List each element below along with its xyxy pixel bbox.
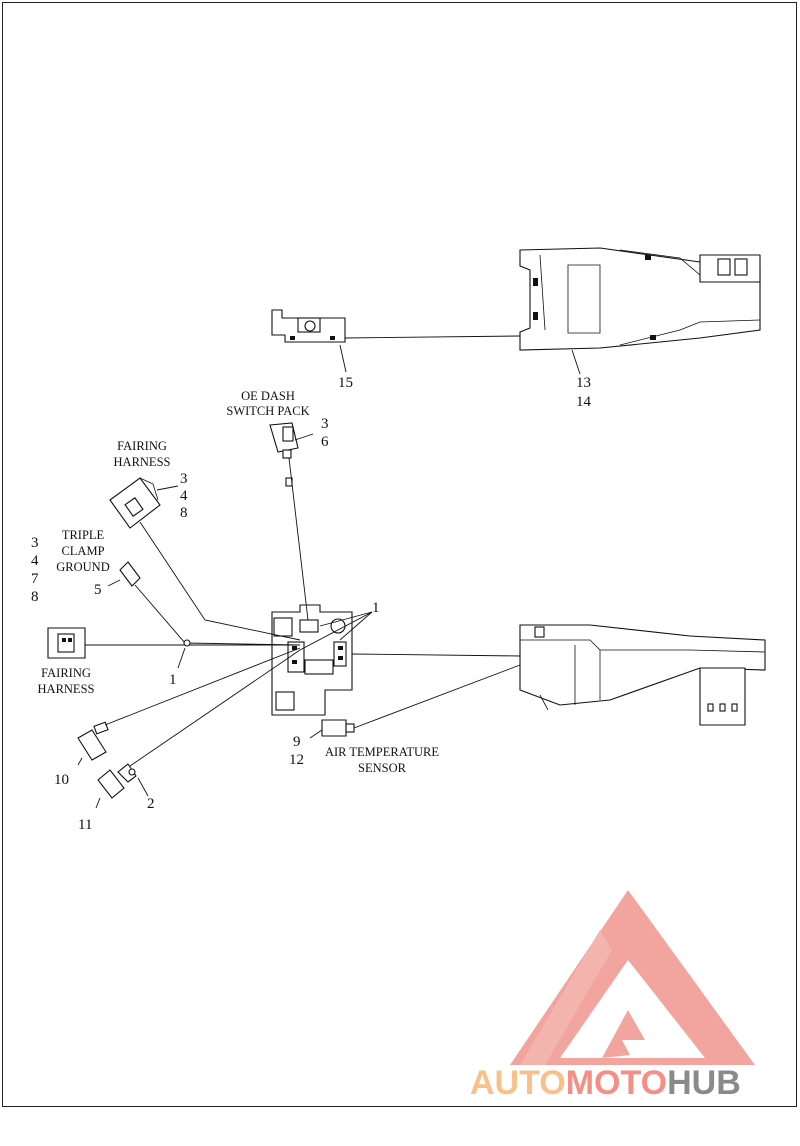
callout-15: 15 — [338, 375, 353, 391]
brand-hub: HUB — [667, 1064, 741, 1102]
connector-11 — [97, 763, 137, 799]
callout-14: 14 — [576, 394, 591, 410]
lower-fairing-bracket — [519, 624, 766, 726]
callout-1-left: 1 — [169, 672, 177, 688]
triple-clamp-label-line2: CLAMP — [61, 544, 105, 558]
brand-auto: AUTO — [470, 1064, 566, 1102]
center-bracket — [271, 604, 353, 716]
triple-clamp-ground — [119, 561, 141, 587]
diagram-border — [2, 2, 797, 1107]
air-temp-label-line1: AIR TEMPERATURE — [324, 745, 439, 759]
callout-2: 2 — [147, 796, 155, 812]
air-temp-label-line2: SENSOR — [358, 761, 406, 775]
fairing-top-label-line2: HARNESS — [113, 455, 171, 469]
callout-10: 10 — [54, 772, 69, 788]
fairing-harness-left-connector — [47, 627, 86, 659]
air-temperature-sensor — [321, 719, 355, 737]
callout-4b: 4 — [180, 488, 188, 504]
watermark-logo — [510, 890, 755, 1065]
callout-6: 6 — [321, 434, 329, 450]
connector-10 — [77, 721, 109, 761]
callout-11: 11 — [78, 817, 93, 833]
oe-dash-connector — [269, 422, 299, 487]
triple-clamp-label-line3: GROUND — [56, 560, 110, 574]
fairing-left-label-line1: FAIRING — [41, 666, 91, 680]
callout-4c: 4 — [31, 553, 39, 569]
callout-3c: 3 — [31, 535, 39, 551]
callout-3b: 3 — [180, 471, 188, 487]
fairing-left-label-line2: HARNESS — [37, 682, 95, 696]
brand-moto: MOTO — [565, 1064, 668, 1102]
callout-5: 5 — [94, 582, 102, 598]
callout-12: 12 — [289, 752, 304, 768]
connector-15 — [271, 309, 346, 343]
callout-9: 9 — [293, 734, 301, 750]
callout-1-right: 1 — [372, 600, 380, 616]
callout-7c: 7 — [31, 571, 39, 587]
callout-8c: 8 — [31, 589, 39, 605]
upper-fairing-bracket — [519, 247, 761, 351]
callout-8b: 8 — [180, 505, 188, 521]
fairing-top-label-line1: FAIRING — [117, 439, 167, 453]
callout-3a: 3 — [321, 416, 329, 432]
callout-13: 13 — [576, 375, 591, 391]
watermark-brand: AUTOMOTOHUB — [470, 1063, 792, 1103]
oe-dash-label-line1: OE DASH — [241, 389, 295, 403]
fairing-harness-top-connector — [109, 477, 161, 529]
triple-clamp-label-line1: TRIPLE — [61, 528, 105, 542]
oe-dash-label-line2: SWITCH PACK — [226, 404, 310, 418]
